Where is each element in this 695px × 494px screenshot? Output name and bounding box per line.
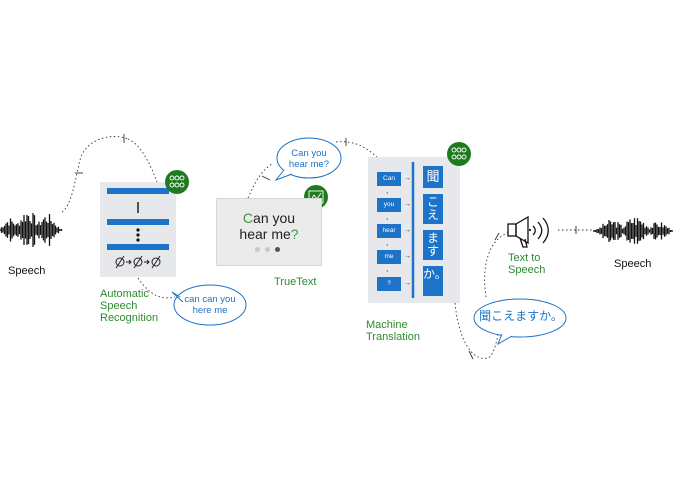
truetext-output-bubble — [274, 137, 342, 182]
mt-source-token: Can — [377, 172, 401, 186]
carousel-dot — [255, 247, 260, 252]
asr-label-line1: Automatic — [100, 288, 149, 300]
mt-bubble-text: 聞こえますか。 — [479, 309, 563, 323]
truetext-accent-q: ? — [290, 226, 299, 242]
speech-output-label: Speech — [614, 258, 652, 270]
mt-source-token: ? — [377, 277, 401, 291]
asr-bubble-line2: here me — [192, 305, 228, 316]
mt-target-token: 聞 — [423, 166, 443, 188]
asr-network-glyph — [107, 188, 169, 250]
truetext-accent-c: C — [242, 210, 254, 226]
asr-bubble-line1: can can you — [184, 294, 236, 305]
mt-separator: , — [386, 264, 389, 273]
pipeline-connectors — [61, 136, 594, 359]
truetext-bubble-line2: hear me? — [288, 159, 330, 170]
mt-label-line1: Machine — [366, 319, 408, 331]
mt-source-token: you — [377, 198, 401, 212]
mt-target-token: こえ — [423, 194, 443, 224]
mt-source-token: me — [377, 250, 401, 264]
truetext-sentence: Can you hear me? — [217, 210, 321, 242]
truetext-label: TrueText — [274, 276, 317, 288]
neural-network-icon — [165, 170, 189, 194]
mt-separator: , — [386, 212, 389, 221]
asr-label-line2: Speech — [100, 300, 138, 312]
arrow-right-icon: → — [404, 280, 411, 287]
tts-label-line2: Speech — [508, 264, 546, 276]
arrow-right-icon: → — [404, 253, 411, 260]
asr-label-line3: Recognition — [100, 312, 159, 324]
speech-input-label: Speech — [8, 265, 46, 277]
mt-target-token: か。 — [423, 266, 447, 296]
asr-output-bubble — [171, 284, 247, 326]
mt-separator: , — [386, 238, 389, 247]
truetext-bubble-line1: Can you — [291, 148, 327, 159]
asr-sequence-icon — [115, 255, 161, 269]
mt-target-token: ます — [423, 230, 443, 260]
arrow-right-icon: → — [404, 227, 411, 234]
neural-network-icon — [447, 142, 471, 166]
mt-label-line2: Translation — [366, 331, 421, 343]
mt-separator: , — [386, 186, 389, 195]
waveform-icon — [0, 213, 63, 247]
truetext-line2: hear me — [239, 226, 291, 242]
truetext-card: Can you hear me? — [216, 198, 322, 266]
carousel-dot-active — [275, 247, 280, 252]
arrow-right-icon: → — [404, 201, 411, 208]
truetext-line1: an you — [253, 210, 296, 226]
loudspeaker-icon — [507, 215, 549, 248]
mt-source-token: hear — [377, 224, 401, 238]
mt-output-bubble — [473, 298, 567, 346]
connector-ticks — [75, 134, 577, 360]
truetext-dots — [255, 247, 285, 253]
arrow-right-icon: → — [404, 175, 411, 182]
carousel-dot — [265, 247, 270, 252]
tts-label-line1: Text to — [508, 252, 541, 264]
waveform-icon — [593, 218, 673, 244]
